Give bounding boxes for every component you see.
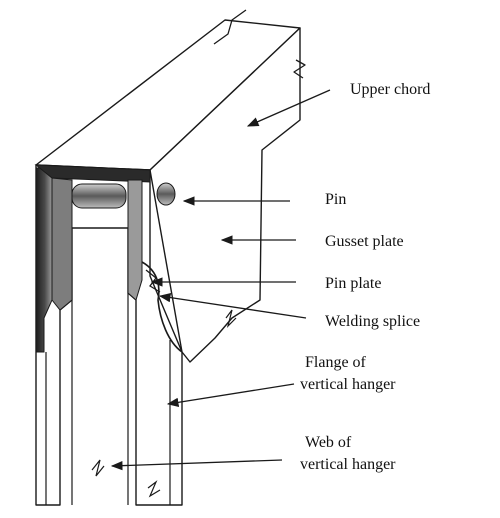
flange-arrow <box>166 383 295 407</box>
bottom-break-line-web <box>91 459 105 477</box>
top-cap-plate <box>34 164 151 183</box>
bottom-break-line-flange <box>147 480 161 498</box>
side-break-line <box>225 309 237 328</box>
top-break-line <box>213 9 247 45</box>
pin-body <box>71 183 127 209</box>
right-break-line <box>293 59 306 79</box>
label-gusset-plate: Gusset plate <box>325 233 404 250</box>
pin-plate-right <box>127 179 143 301</box>
label-pin-plate: Pin plate <box>325 275 382 292</box>
upper-chord-arrow <box>246 89 331 127</box>
web-arrow <box>110 459 283 471</box>
welding-splice-arrow <box>158 292 307 319</box>
label-flange-line1: Flange of <box>305 354 366 371</box>
label-upper-chord: Upper chord <box>350 81 431 98</box>
label-pin: Pin <box>325 191 347 208</box>
welding-splice-curve <box>141 261 183 353</box>
label-web-line1: Web of <box>305 434 352 451</box>
label-welding-splice: Welding splice <box>325 313 421 330</box>
label-web-line2: vertical hanger <box>300 456 396 473</box>
pin-end <box>156 182 176 206</box>
pin-plate-left <box>51 177 73 311</box>
label-flange-line2: vertical hanger <box>300 376 396 393</box>
